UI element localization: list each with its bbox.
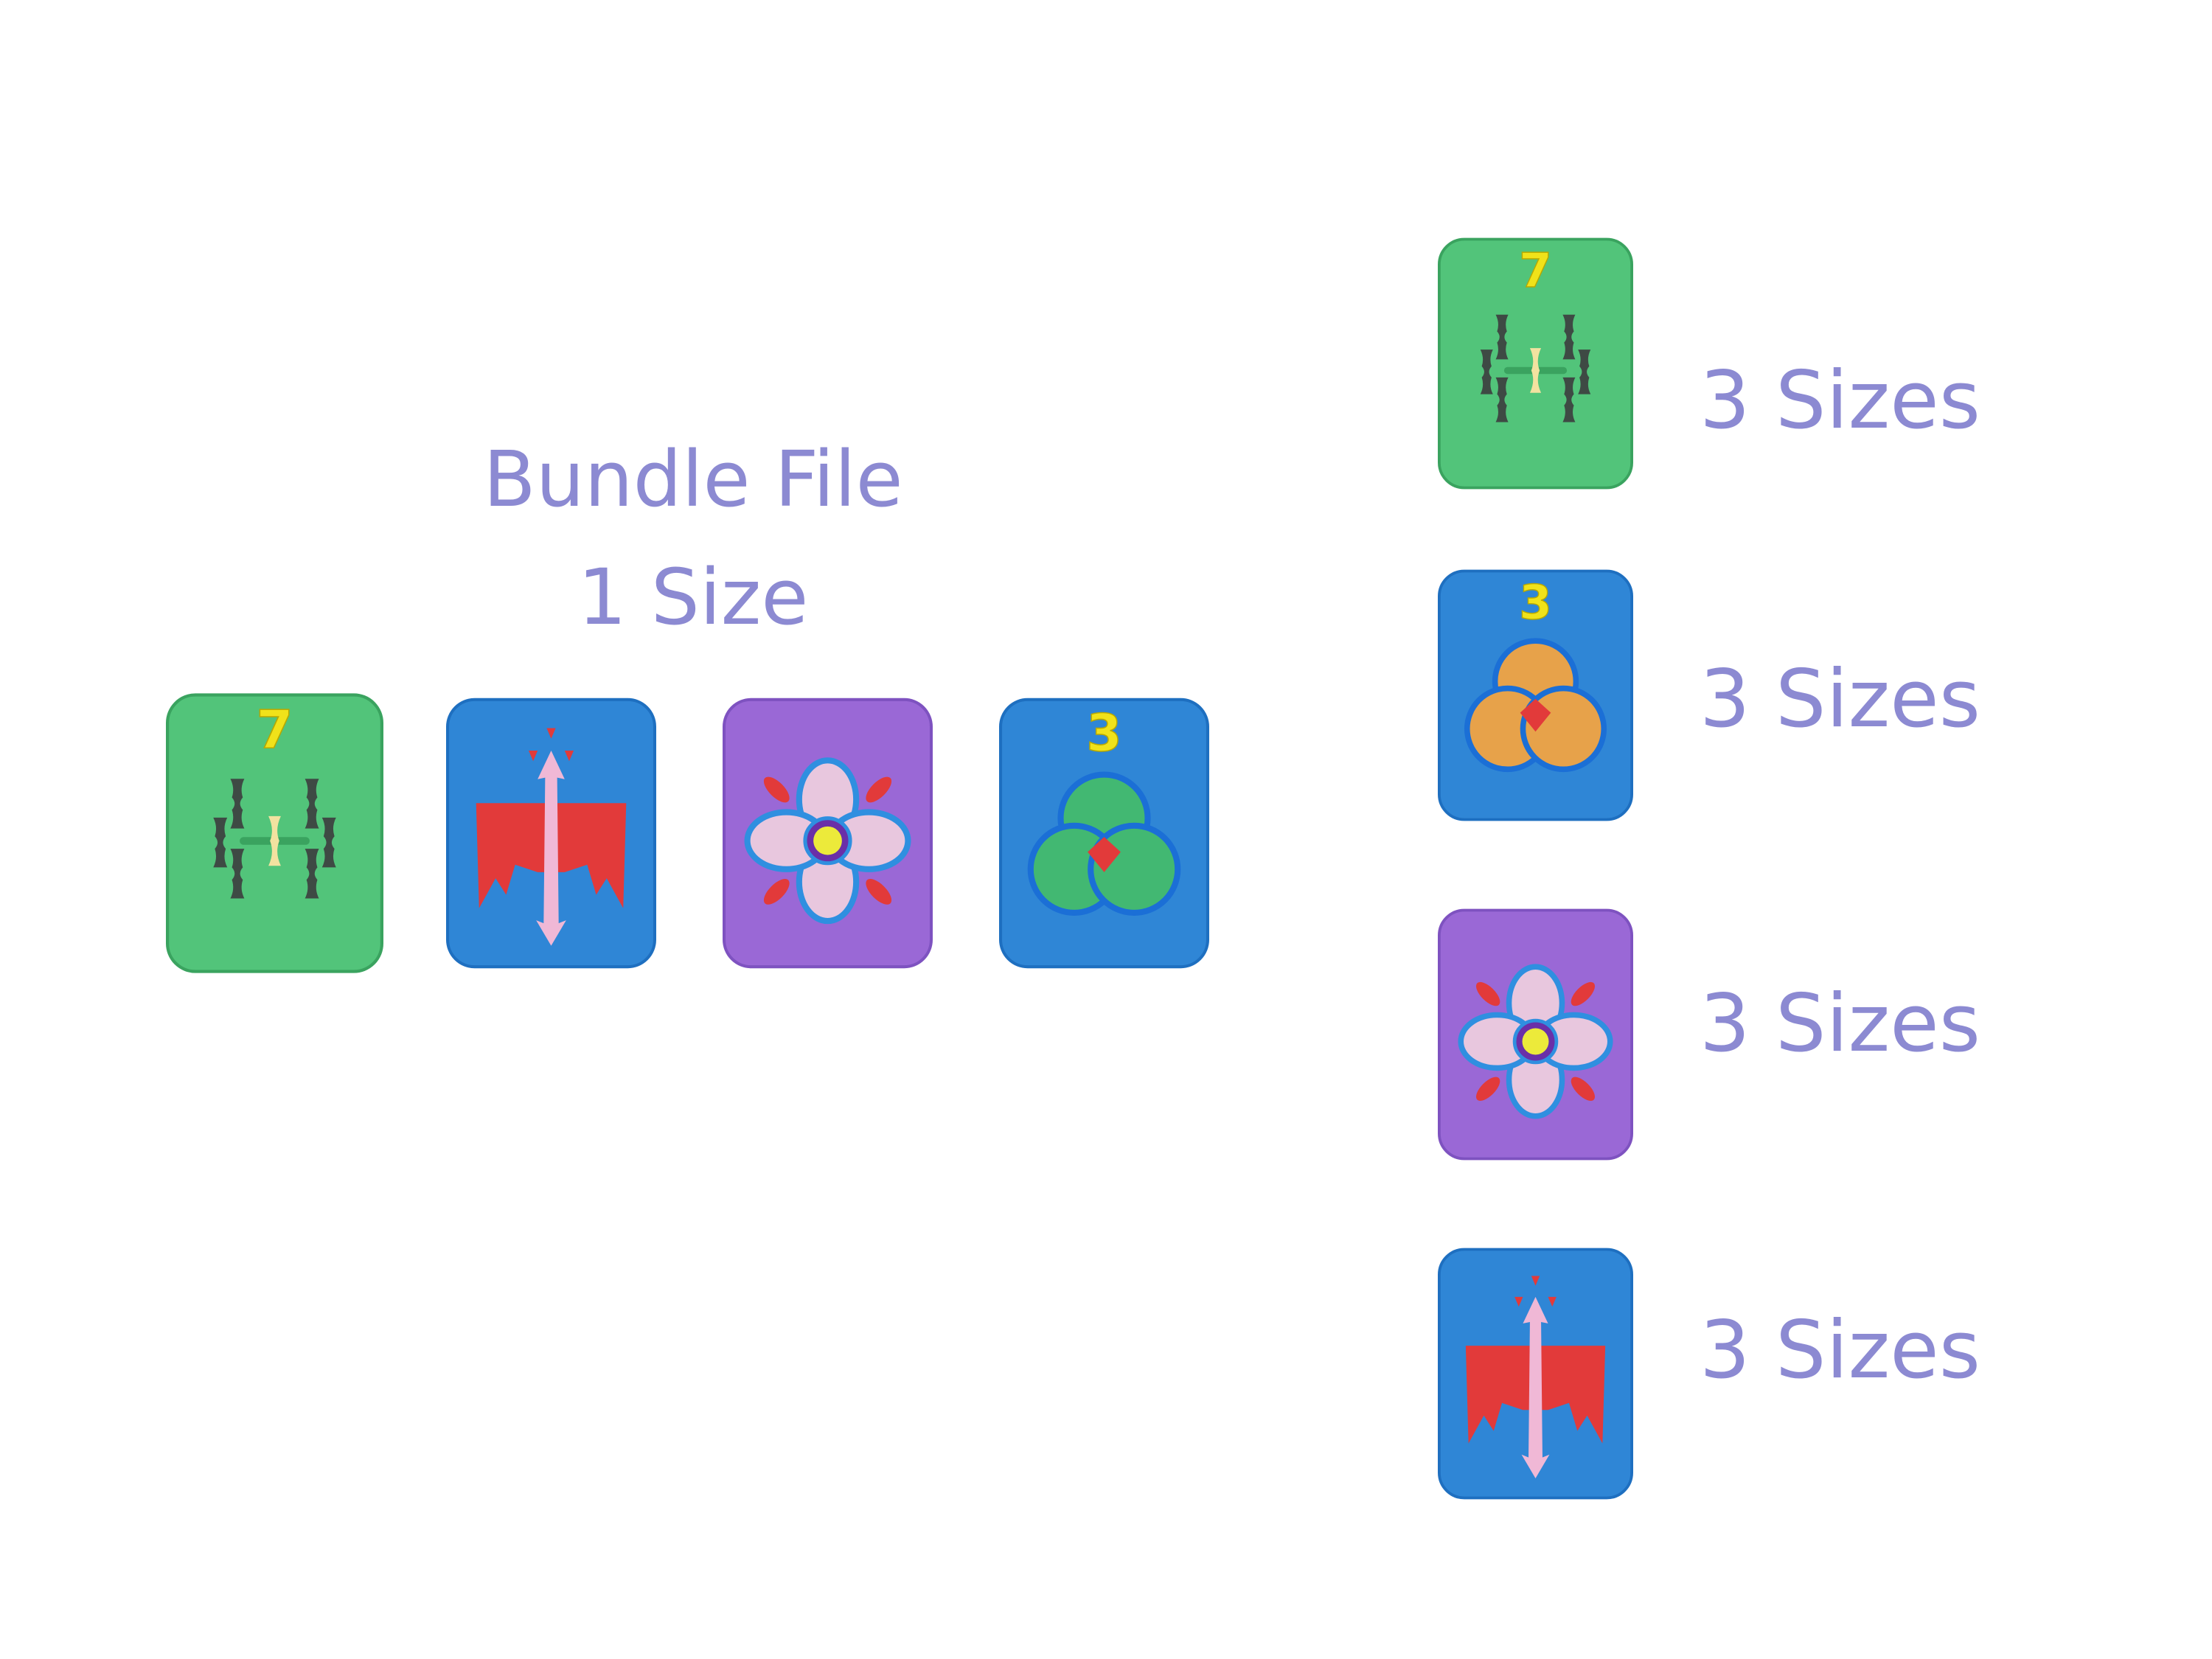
bird-tile-icon bbox=[446, 693, 656, 973]
bamboo-tile-icon: 7 bbox=[1438, 234, 1633, 493]
tile-number: 7 bbox=[257, 699, 293, 760]
sizes-label-bamboo: 3 Sizes bbox=[1700, 355, 1981, 447]
sizes-label-circles: 3 Sizes bbox=[1700, 653, 1981, 745]
bird-tile-icon bbox=[1438, 1245, 1633, 1503]
tile-number: 7 bbox=[1519, 243, 1552, 299]
sizes-label-flower: 3 Sizes bbox=[1700, 978, 1981, 1070]
flower-tile-icon bbox=[723, 693, 933, 973]
circles-tile-icon: 3 bbox=[1438, 566, 1633, 824]
bundle-title: Bundle File bbox=[483, 434, 903, 524]
sizes-label-bird: 3 Sizes bbox=[1700, 1304, 1981, 1397]
tile-number: 3 bbox=[1086, 704, 1121, 763]
bundle-size-label: 1 Size bbox=[577, 552, 809, 642]
bamboo-tile-icon: 7 bbox=[166, 693, 383, 973]
tile-number: 3 bbox=[1519, 575, 1552, 630]
flower-tile-icon bbox=[1438, 905, 1633, 1164]
circles-tile-icon: 3 bbox=[999, 693, 1209, 973]
